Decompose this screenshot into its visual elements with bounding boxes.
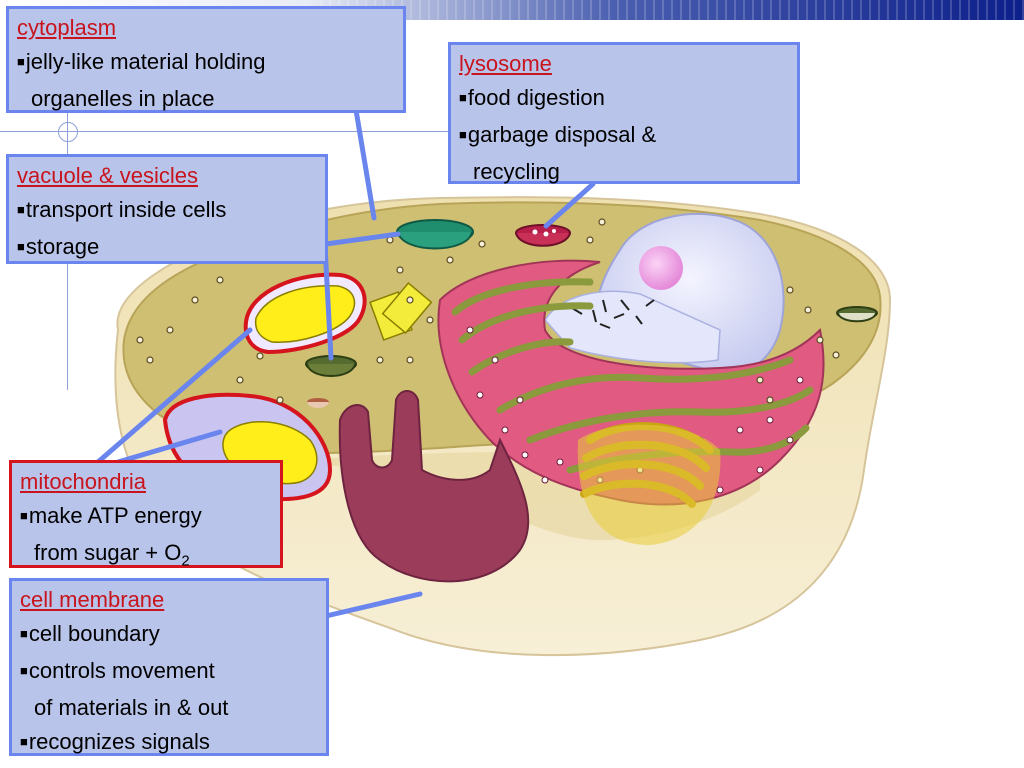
callout-title-cytoplasm: cytoplasm	[17, 15, 117, 40]
rough-er	[437, 259, 825, 506]
lysosome-bullet-2-cont: recycling	[473, 159, 560, 184]
callout-title-mitochondria: mitochondria	[20, 469, 146, 494]
cytoplasm-granules	[136, 218, 840, 404]
crosshair-circle	[58, 122, 78, 142]
golgi-shape	[577, 424, 721, 545]
vacuole-bullet-2: ■storage	[17, 234, 100, 259]
membrane-bullet-1: ■cell boundary	[20, 621, 160, 646]
mitochondria-bullet-1: ■make ATP energy	[20, 503, 202, 528]
mitochondria-bullet-1-cont: from sugar + O2	[34, 540, 190, 570]
cytoplasm-bullet-1: ■jelly-like material holding	[17, 49, 266, 74]
callout-mitochondria: mitochondria ■make ATP energy from sugar…	[9, 460, 283, 568]
smooth-er	[338, 390, 530, 583]
vesicle-right	[836, 306, 878, 323]
centriole	[369, 281, 433, 341]
lysosome	[515, 224, 571, 247]
lysosome-bullet-2: ■garbage disposal &	[459, 122, 657, 147]
cytoplasm-bullet-1-cont: organelles in place	[31, 86, 215, 111]
vesicle-small	[305, 355, 357, 377]
guide-line-horizontal	[0, 131, 450, 132]
callout-vacuole-vesicles: vacuole & vesicles ■transport inside cel…	[6, 154, 328, 264]
chromatin	[571, 299, 655, 329]
callout-cytoplasm: cytoplasm ■jelly-like material holding o…	[6, 6, 406, 113]
header-stripes	[320, 0, 1024, 20]
callout-cell-membrane: cell membrane ■cell boundary ■controls m…	[9, 578, 329, 756]
vesicle-tiny	[307, 398, 329, 408]
membrane-bullet-2: ■controls movement	[20, 658, 215, 683]
vacuole-bullet-1: ■transport inside cells	[17, 197, 227, 222]
lysosome-bullet-1: ■food digestion	[459, 85, 605, 110]
vacuole-large	[396, 219, 474, 250]
callout-title-lysosome: lysosome	[459, 51, 552, 76]
membrane-bullet-2-cont: of materials in & out	[34, 695, 229, 720]
leader-lines	[95, 107, 596, 619]
membrane-bullet-3: ■recognizes signals	[20, 729, 210, 754]
callout-title-membrane: cell membrane	[20, 587, 165, 612]
callout-title-vacuole: vacuole & vesicles	[17, 163, 198, 188]
nucleolus	[639, 246, 683, 290]
callout-lysosome: lysosome ■food digestion ■garbage dispos…	[448, 42, 800, 184]
